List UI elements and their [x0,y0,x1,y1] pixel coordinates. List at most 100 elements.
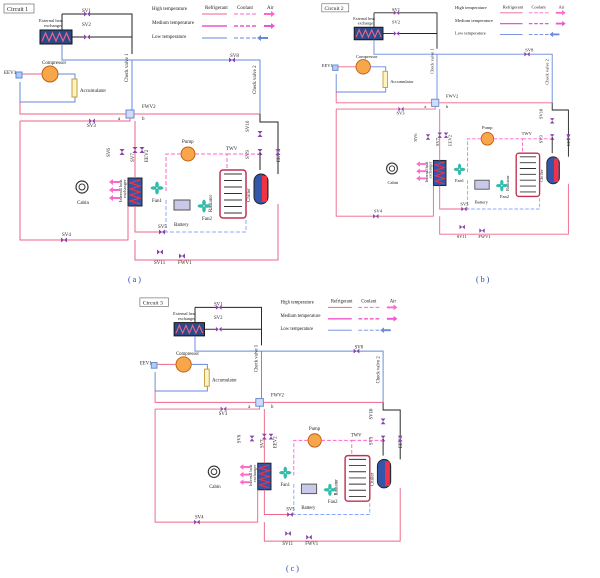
valve-half [356,348,360,354]
pump-label: Pump [482,125,493,130]
cabin-label: Cabin [388,180,399,185]
sv7-icon [437,132,442,138]
valve-half [220,406,224,412]
valve-half [549,134,555,137]
fan2-label: Fan2 [328,500,338,505]
compressor-label: Compressor [356,54,378,59]
accumulator-label: Accumulator [390,79,414,84]
fan-hub [283,470,287,475]
fan-blade [285,470,292,475]
sv11-icon [157,249,163,255]
fan-icon [197,199,211,213]
fan-icon [323,483,336,496]
sv3-icon [398,106,404,112]
sv2-icon [84,34,90,40]
valve-label-fwv2: FWV2 [142,105,156,110]
eev2-icon [443,132,449,138]
valve-half [182,253,185,259]
pipe [134,204,279,261]
pipe [335,74,387,93]
chiller-label: Chiller [539,169,544,182]
fan-blade [150,186,157,190]
valve-label-sv1: SV1 [214,303,223,308]
sv5-icon [287,512,293,517]
fwv2-icon [431,98,440,107]
pipe [61,44,132,61]
cabin-icon [75,180,89,194]
check2-label: Check valve 2 [376,356,381,384]
valve-half [261,433,267,437]
valve-half [527,51,530,57]
fwv1-icon [179,253,185,259]
valve-half [119,149,125,152]
fan-blade [457,169,462,176]
valve-half [380,421,386,425]
pipe [194,335,262,352]
battery-label: Battery [174,223,189,228]
pipe [263,489,294,515]
sv8-icon [353,348,360,354]
legend-row: Low temperature [281,327,314,332]
pipe [41,31,71,43]
internal-hx-label: Internal heat [118,179,123,202]
fan1-label: Fan1 [281,483,291,488]
valve-label-sv6: SV6 [107,148,112,157]
sv11-icon [459,224,465,230]
pipe [195,153,228,170]
sv3-icon [89,118,95,124]
fan-blade [457,163,462,170]
air-arrow-icon [380,327,391,334]
legend-header: Air [559,4,566,9]
pump [480,132,495,146]
internal-hx-label: Internal heat [248,464,253,486]
arrow-head [239,471,244,478]
sv5-icon [461,206,467,212]
valve-half [229,57,232,63]
external-hx-label: External heat [39,18,64,23]
pipe [263,487,401,542]
valve-label-sv10: SV10 [370,408,375,419]
valve-label-sv11: SV11 [457,234,467,239]
valve-half [275,152,281,155]
internal-hx-label: exchanger [428,161,433,178]
internal-hx-label: exchanger [252,464,257,482]
valve-half [87,11,90,17]
air-arrow-icon [239,479,251,486]
valve-half [306,534,309,540]
valve-half [461,206,464,212]
valve-half [157,249,160,255]
pipe [335,92,432,104]
pipe [191,363,208,370]
compressor [175,356,192,373]
valve-half [380,418,386,422]
pipe [467,180,541,210]
valve-label-eev3: EEV3 [277,149,282,162]
chiller-hot-side [262,176,267,202]
pipe [399,12,438,49]
fwv1-icon [306,534,312,540]
fan-hub [328,488,332,492]
valve-half [397,435,403,439]
pipe [259,114,279,174]
arrow-head [380,327,385,334]
valve-half [139,147,145,150]
valve-label-eev1: EEV1 [322,63,333,68]
pipe [175,324,204,335]
valve-label-sv3: SV3 [219,412,228,417]
pipe [127,179,143,205]
check1-label: Check valve 1 [429,48,434,74]
fan-blade [453,167,460,172]
external-hx-label: External heat [173,311,196,316]
pipe [335,109,434,217]
arrow-head [393,315,398,322]
chiller-hot-side [385,461,390,486]
pipe [58,73,76,79]
arrow-head [271,11,275,17]
pipe [221,306,262,346]
pipe [439,183,569,235]
valve-label-fwv2: FWV2 [271,394,285,399]
check1-label: Check valve 1 [125,53,130,82]
legend-header: Refrigerant [331,300,353,305]
sv3-icon [220,406,227,412]
arrow-head [416,175,420,182]
